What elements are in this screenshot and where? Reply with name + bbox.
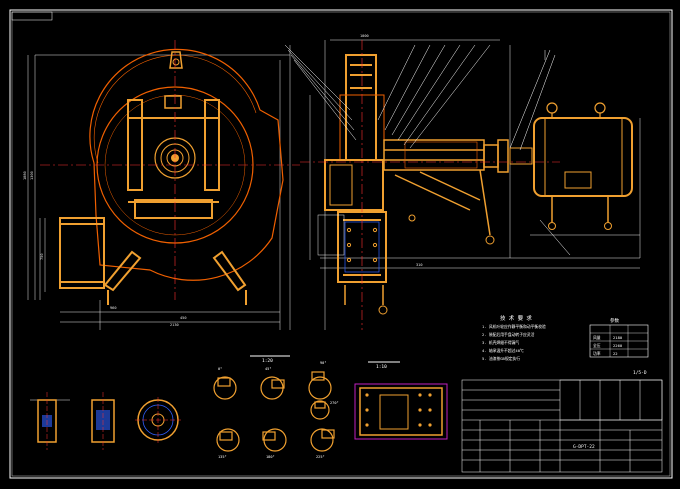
drawing-number: G-DPT-22	[573, 444, 595, 450]
dimension-label: 960	[110, 306, 117, 310]
params-table-rows: 风量 2180 全压 2260 功率 22	[593, 335, 623, 356]
tech-requirements-title: 技 术 要 求	[500, 314, 532, 322]
rotation-label: 135°	[218, 455, 227, 459]
params-row-label: 功率	[593, 351, 601, 356]
detail-a	[30, 392, 70, 450]
params-row-value: 22	[613, 351, 618, 356]
dimension-label: 750	[40, 254, 44, 261]
params-table-title: 参数	[610, 317, 619, 324]
section-scale-label: 1:20	[262, 358, 273, 364]
params-row-value: 2260	[613, 343, 623, 348]
detail-c	[135, 397, 181, 443]
tech-note: 2. 装配后用手盘动转子应灵活	[482, 332, 535, 337]
params-row-value: 2180	[613, 335, 623, 340]
flange-plate-detail	[354, 383, 448, 440]
rotation-label: 0°	[218, 367, 222, 371]
bearing-housing	[324, 159, 384, 211]
dimension-label: 1300	[30, 171, 34, 180]
tech-note: 5. 油漆按GB规定执行	[482, 356, 520, 361]
params-row-label: 全压	[593, 343, 601, 348]
leader-lines	[284, 44, 571, 256]
rotation-label: 225°	[316, 455, 325, 459]
dimension-label: 2130	[170, 323, 179, 327]
tech-note: 1. 风机叶轮应作静平衡和动平衡校验	[482, 324, 546, 329]
title-block	[461, 379, 663, 473]
tech-notes-list: 1. 风机叶轮应作静平衡和动平衡校验 2. 装配后用手盘动转子应灵活 3. 机壳焊缝…	[482, 324, 546, 361]
sheet-label-box	[11, 11, 53, 21]
tech-note: 3. 机壳焊缝不得漏气	[482, 340, 519, 345]
rotation-position-views	[213, 371, 335, 452]
motor	[530, 102, 641, 258]
rotation-label: 45°	[265, 367, 272, 371]
dimension-label: 310	[416, 263, 423, 267]
drawing-border	[9, 9, 673, 479]
rotation-label: 90°	[320, 361, 327, 365]
rotation-label: 180°	[266, 455, 275, 459]
params-row-label: 风量	[593, 335, 601, 340]
params-table	[589, 324, 649, 358]
dimension-label: 450	[180, 316, 187, 320]
inner-border	[11, 11, 671, 477]
detail-b	[91, 392, 115, 450]
tech-note: 4. 轴承温升不超过40℃	[482, 348, 524, 353]
sheet-label: 1/5-D	[633, 370, 647, 376]
section-a-scale-label: 1:10	[376, 364, 387, 370]
rotation-labels: 0° 45° 90° 135° 180° 225° 270°	[218, 361, 339, 459]
fan-front-view	[27, 40, 300, 330]
rotation-label: 270°	[330, 401, 339, 405]
dimension-label: 1880	[23, 171, 27, 180]
detail-views	[30, 392, 181, 450]
tech-requirements: 技 术 要 求 1. 风机叶轮应作静平衡和动平衡校验 2. 装配后用手盘动转子应灵…	[482, 314, 546, 361]
dimension-label: 1000	[360, 34, 369, 38]
fan-side-view	[300, 39, 640, 330]
